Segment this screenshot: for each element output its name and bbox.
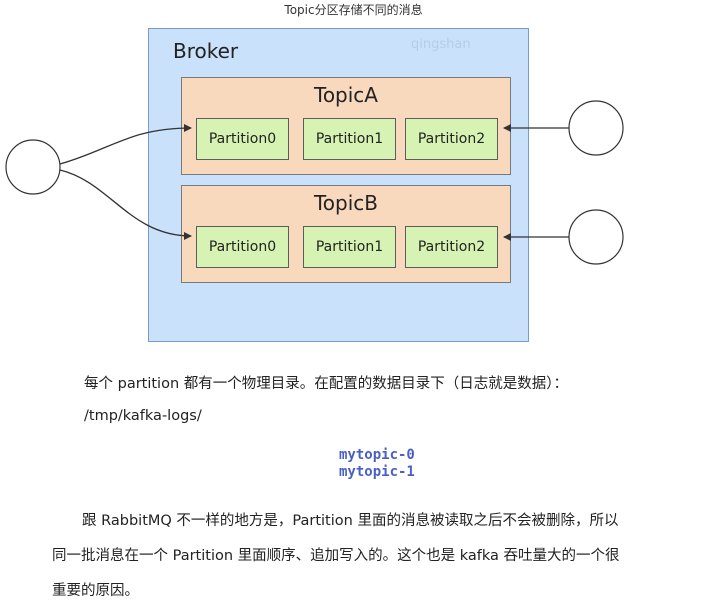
broker-box: Broker qingshan TopicA Partition0 Partit… [148, 28, 529, 342]
diagram-caption: Topic分区存储不同的消息 [284, 3, 423, 17]
topic-a-partition-1: Partition1 [303, 118, 396, 160]
consumer-circle-a [568, 100, 624, 156]
producer-circle [5, 139, 61, 195]
watermark-tag: qingshan [411, 37, 471, 52]
para2-line-2: 同一批消息在一个 Partition 里面顺序、追加写入的。这个也是 kafka… [52, 548, 620, 564]
code-line-2: mytopic-1 [339, 464, 415, 480]
para2-line-1: 跟 RabbitMQ 不一样的地方是，Partition 里面的消息被读取之后不… [82, 513, 619, 529]
topic-a-partition-2: Partition2 [405, 118, 498, 160]
topic-b-partition-2: Partition2 [405, 226, 498, 268]
topic-b-box: TopicB Partition0 Partition1 Partition2 [181, 185, 511, 283]
topic-b-label: TopicB [313, 191, 379, 215]
consumer-circle-b [568, 209, 624, 265]
topic-a-box: TopicA Partition0 Partition1 Partition2 [181, 77, 511, 175]
code-line-1: mytopic-0 [339, 447, 415, 463]
topic-b-partition-0: Partition0 [196, 226, 289, 268]
topic-b-partition-1: Partition1 [303, 226, 396, 268]
topic-a-label: TopicA [314, 83, 378, 107]
text-line-2: /tmp/kafka-logs/ [84, 408, 202, 424]
topic-a-partition-0: Partition0 [196, 118, 289, 160]
para2-line-3: 重要的原因。 [52, 583, 139, 599]
broker-label: Broker [173, 39, 239, 63]
text-line-1: 每个 partition 都有一个物理目录。在配置的数据目录下（日志就是数据）： [84, 376, 569, 392]
